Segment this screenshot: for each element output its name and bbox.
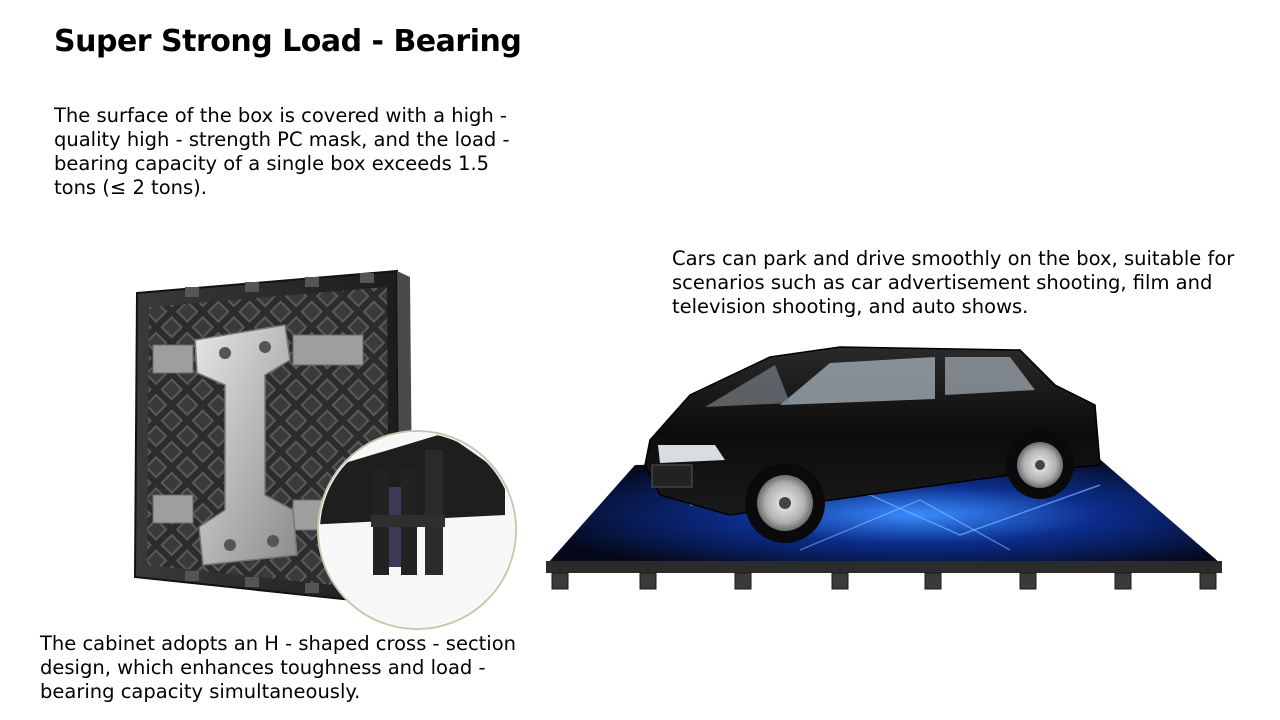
h-section-description: The cabinet adopts an H - shaped cross -… [40,632,517,703]
car-scenario-description: Cars can park and drive smoothly on the … [672,247,1235,318]
led-cabinet-back-image [133,269,517,630]
slide-title: Super Strong Load - Bearing [54,24,522,59]
car-on-led-floor-image [546,346,1222,590]
load-capacity-description: The surface of the box is covered with a… [54,104,510,199]
